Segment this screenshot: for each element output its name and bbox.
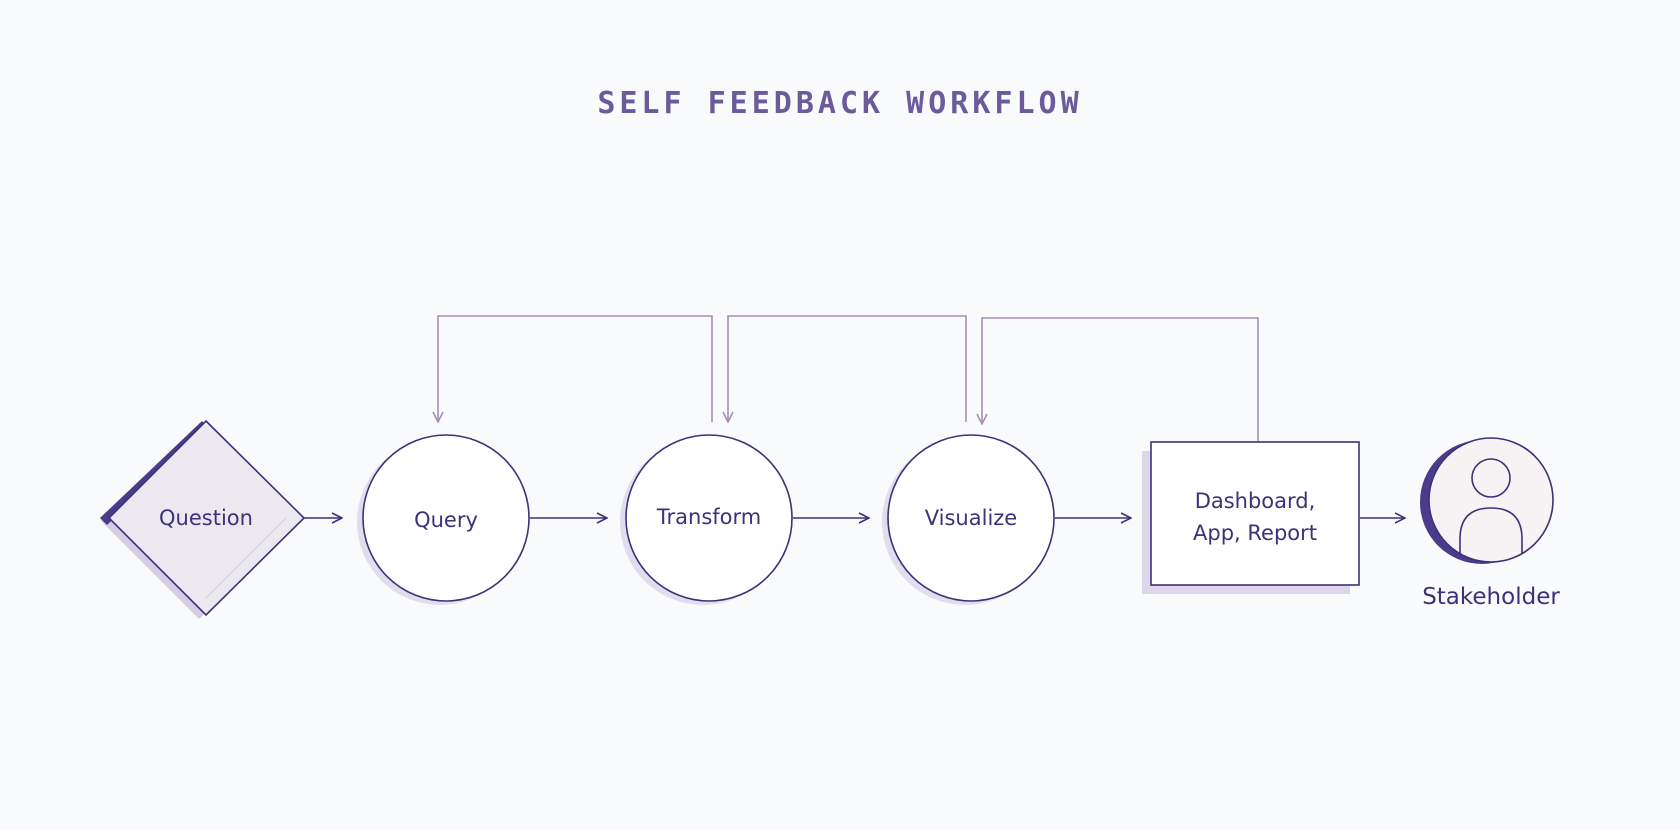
output-node: Dashboard, App, Report xyxy=(1142,441,1360,594)
stakeholder-label: Stakeholder xyxy=(1422,584,1560,610)
diagram-title: SELF FEEDBACK WORKFLOW xyxy=(597,86,1082,121)
feedback-arrow-transform-to-query xyxy=(438,315,713,422)
question-node: Question xyxy=(100,419,306,619)
visualize-circle xyxy=(887,434,1055,602)
visualize-node: Visualize xyxy=(882,434,1055,605)
visualize-label: Visualize xyxy=(925,506,1017,530)
question-diamond-inner-edge xyxy=(205,517,287,599)
transform-node: Transform xyxy=(620,434,793,605)
query-label: Query xyxy=(414,508,478,532)
question-label: Question xyxy=(159,506,253,530)
feedback-loops xyxy=(438,315,1259,442)
output-label-line-1: Dashboard, xyxy=(1195,489,1316,513)
transform-label: Transform xyxy=(656,505,761,529)
feedback-arrow-visualize-to-transform xyxy=(728,315,967,422)
feedback-arrow-output-to-visualize xyxy=(982,317,1259,442)
stakeholder-node: Stakeholder xyxy=(1420,437,1560,610)
query-node: Query xyxy=(357,434,530,605)
person-icon xyxy=(1459,458,1523,562)
output-box xyxy=(1150,441,1360,586)
transform-circle xyxy=(625,434,793,602)
question-diamond xyxy=(107,419,306,617)
output-label-line-2: App, Report xyxy=(1193,521,1317,545)
query-circle xyxy=(362,434,530,602)
stakeholder-circle xyxy=(1428,437,1554,563)
